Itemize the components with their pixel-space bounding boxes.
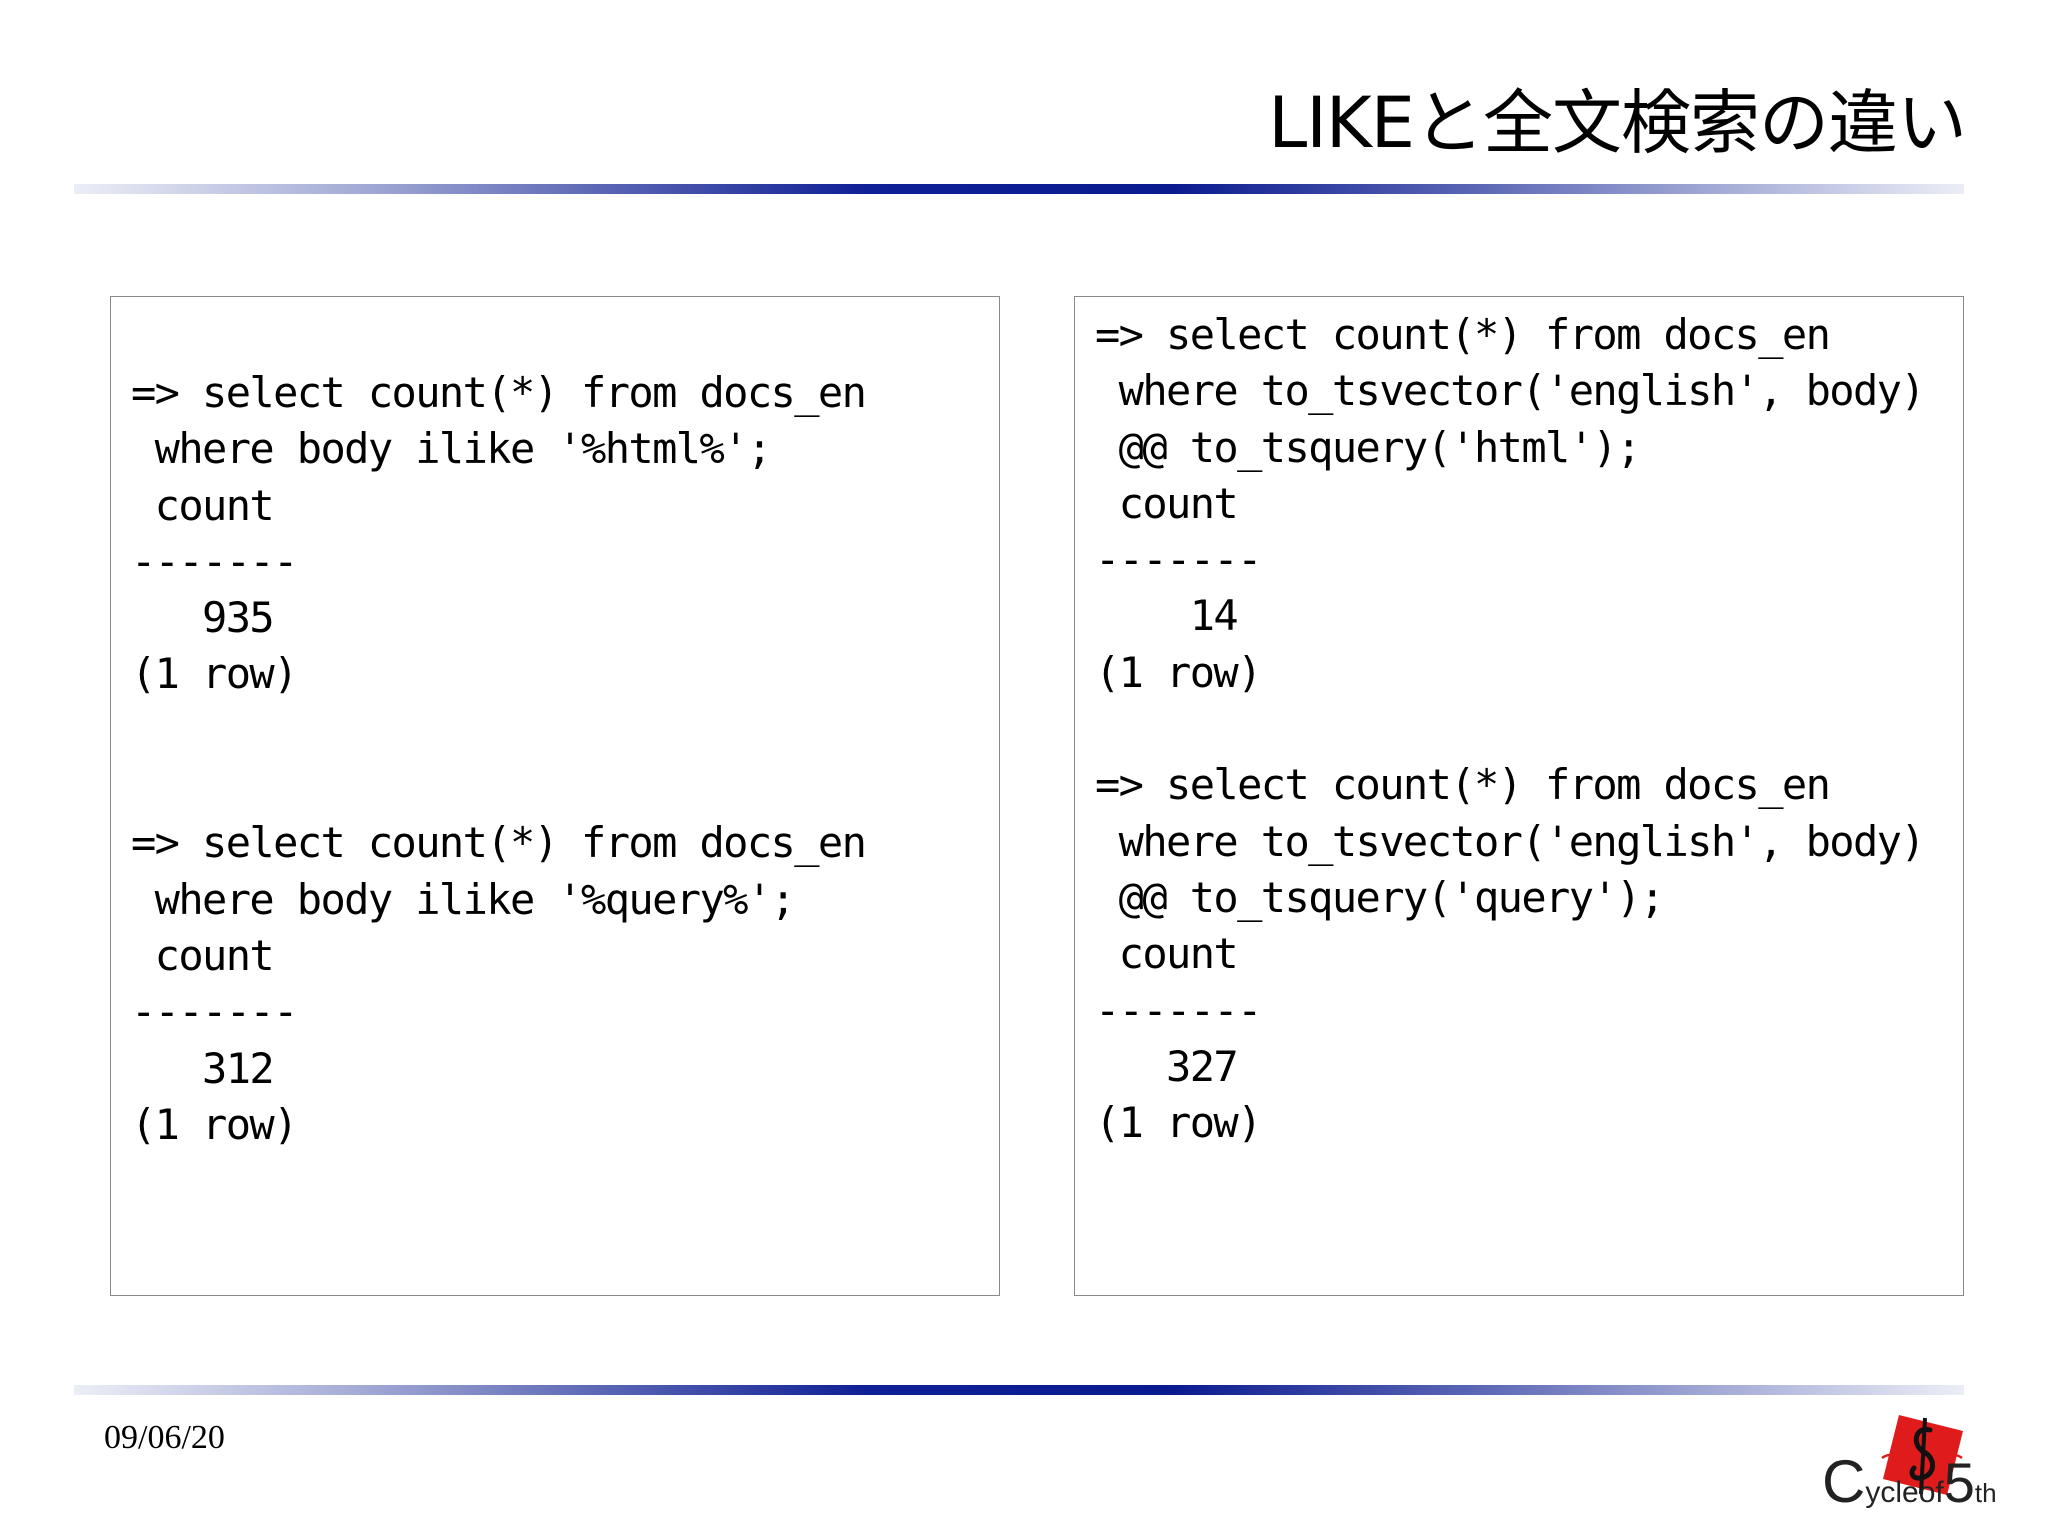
fulltext-query-panel: => select count(*) from docs_en where to… [1074, 296, 1964, 1296]
like-query-code: => select count(*) from docs_en where bo… [131, 368, 867, 1149]
cycleof5th-logo: Cycleof5th [1822, 1400, 2022, 1520]
logo-letter-c: C [1822, 1448, 1866, 1515]
logo-th: th [1974, 1478, 1997, 1508]
slide-date: 09/06/20 [104, 1419, 225, 1456]
footer-divider [74, 1385, 1964, 1395]
logo-mark-icon [1881, 1414, 1964, 1496]
logo-wordmark: Cycleof5th [1822, 1452, 1997, 1512]
fulltext-query-code: => select count(*) from docs_en where to… [1095, 310, 1926, 1148]
like-query-panel: => select count(*) from docs_en where bo… [110, 296, 1000, 1296]
logo-ycleof: ycleof [1865, 1476, 1944, 1509]
slide-title: LIKEと全文検索の違い [1268, 82, 1967, 164]
header-divider [74, 184, 1964, 194]
logo-five: 5 [1943, 1451, 1975, 1514]
